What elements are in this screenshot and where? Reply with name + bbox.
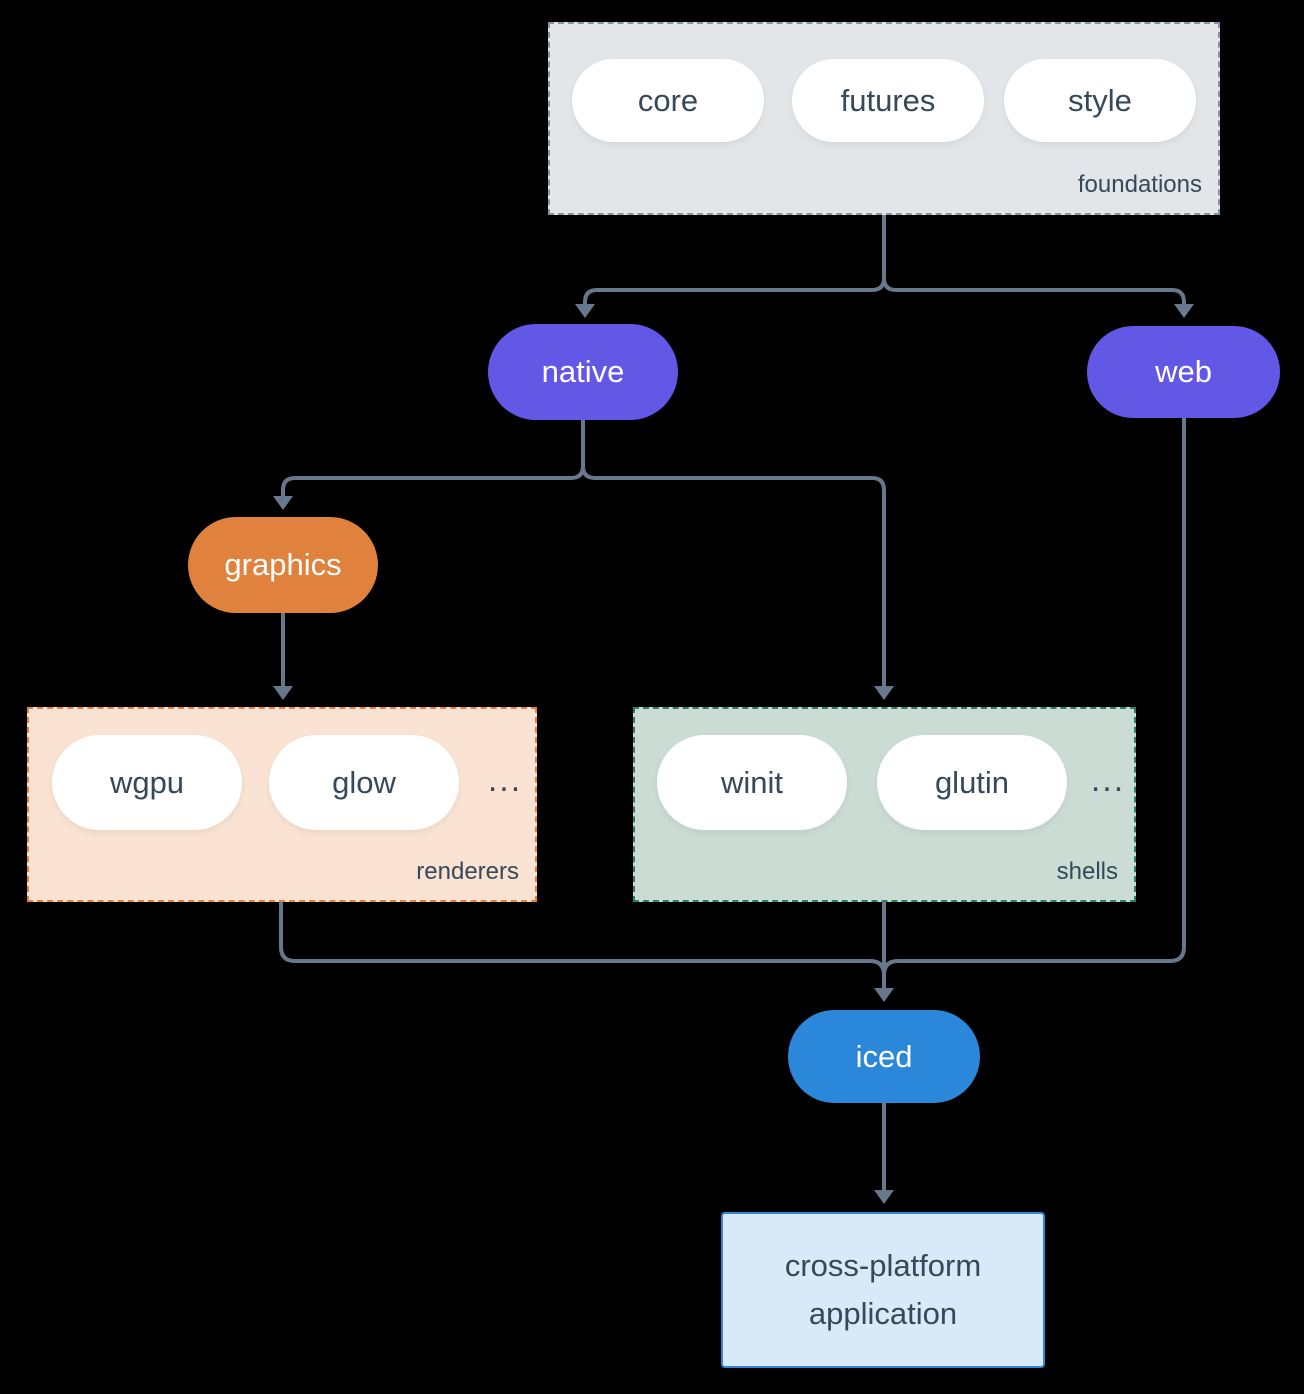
node-native: native	[488, 324, 678, 420]
edge-native-graphics	[281, 420, 585, 497]
arrowhead-shells	[874, 686, 894, 700]
node-graphics: graphics	[188, 517, 378, 613]
renderers-ellipsis: ...	[487, 761, 523, 799]
edge-foundations-native	[583, 215, 886, 305]
node-glutin: glutin	[877, 735, 1067, 830]
group-foundations-label: foundations	[1077, 171, 1202, 198]
application-label-line2: application	[808, 1296, 958, 1331]
group-renderers: wgpu glow ... renderers	[27, 707, 537, 902]
group-foundations: core futures style foundations	[548, 22, 1220, 215]
arrowhead-web	[1174, 304, 1194, 318]
arrowhead-application	[874, 1190, 894, 1204]
node-web: web	[1087, 326, 1280, 418]
node-glow: glow	[269, 735, 459, 830]
node-wgpu: wgpu	[52, 735, 242, 830]
arrowhead-native	[575, 304, 595, 318]
application-label-line1: cross-platform	[784, 1248, 982, 1283]
node-style: style	[1004, 59, 1196, 142]
edge-foundations-web	[882, 215, 1186, 305]
node-futures: futures	[792, 59, 984, 142]
arrowhead-renderers	[273, 686, 293, 700]
edge-native-shells	[581, 420, 886, 687]
group-renderers-label: renderers	[416, 858, 519, 885]
arrowhead-iced	[874, 988, 894, 1002]
node-application: cross-platform application	[721, 1212, 1045, 1368]
edge-renderers-iced	[279, 902, 886, 976]
group-shells-label: shells	[1056, 858, 1118, 885]
arrowhead-graphics	[273, 496, 293, 510]
group-shells: winit glutin ... shells	[633, 707, 1136, 902]
node-winit: winit	[657, 735, 847, 830]
shells-ellipsis: ...	[1090, 761, 1126, 799]
node-core: core	[572, 59, 764, 142]
node-iced: iced	[788, 1010, 980, 1103]
